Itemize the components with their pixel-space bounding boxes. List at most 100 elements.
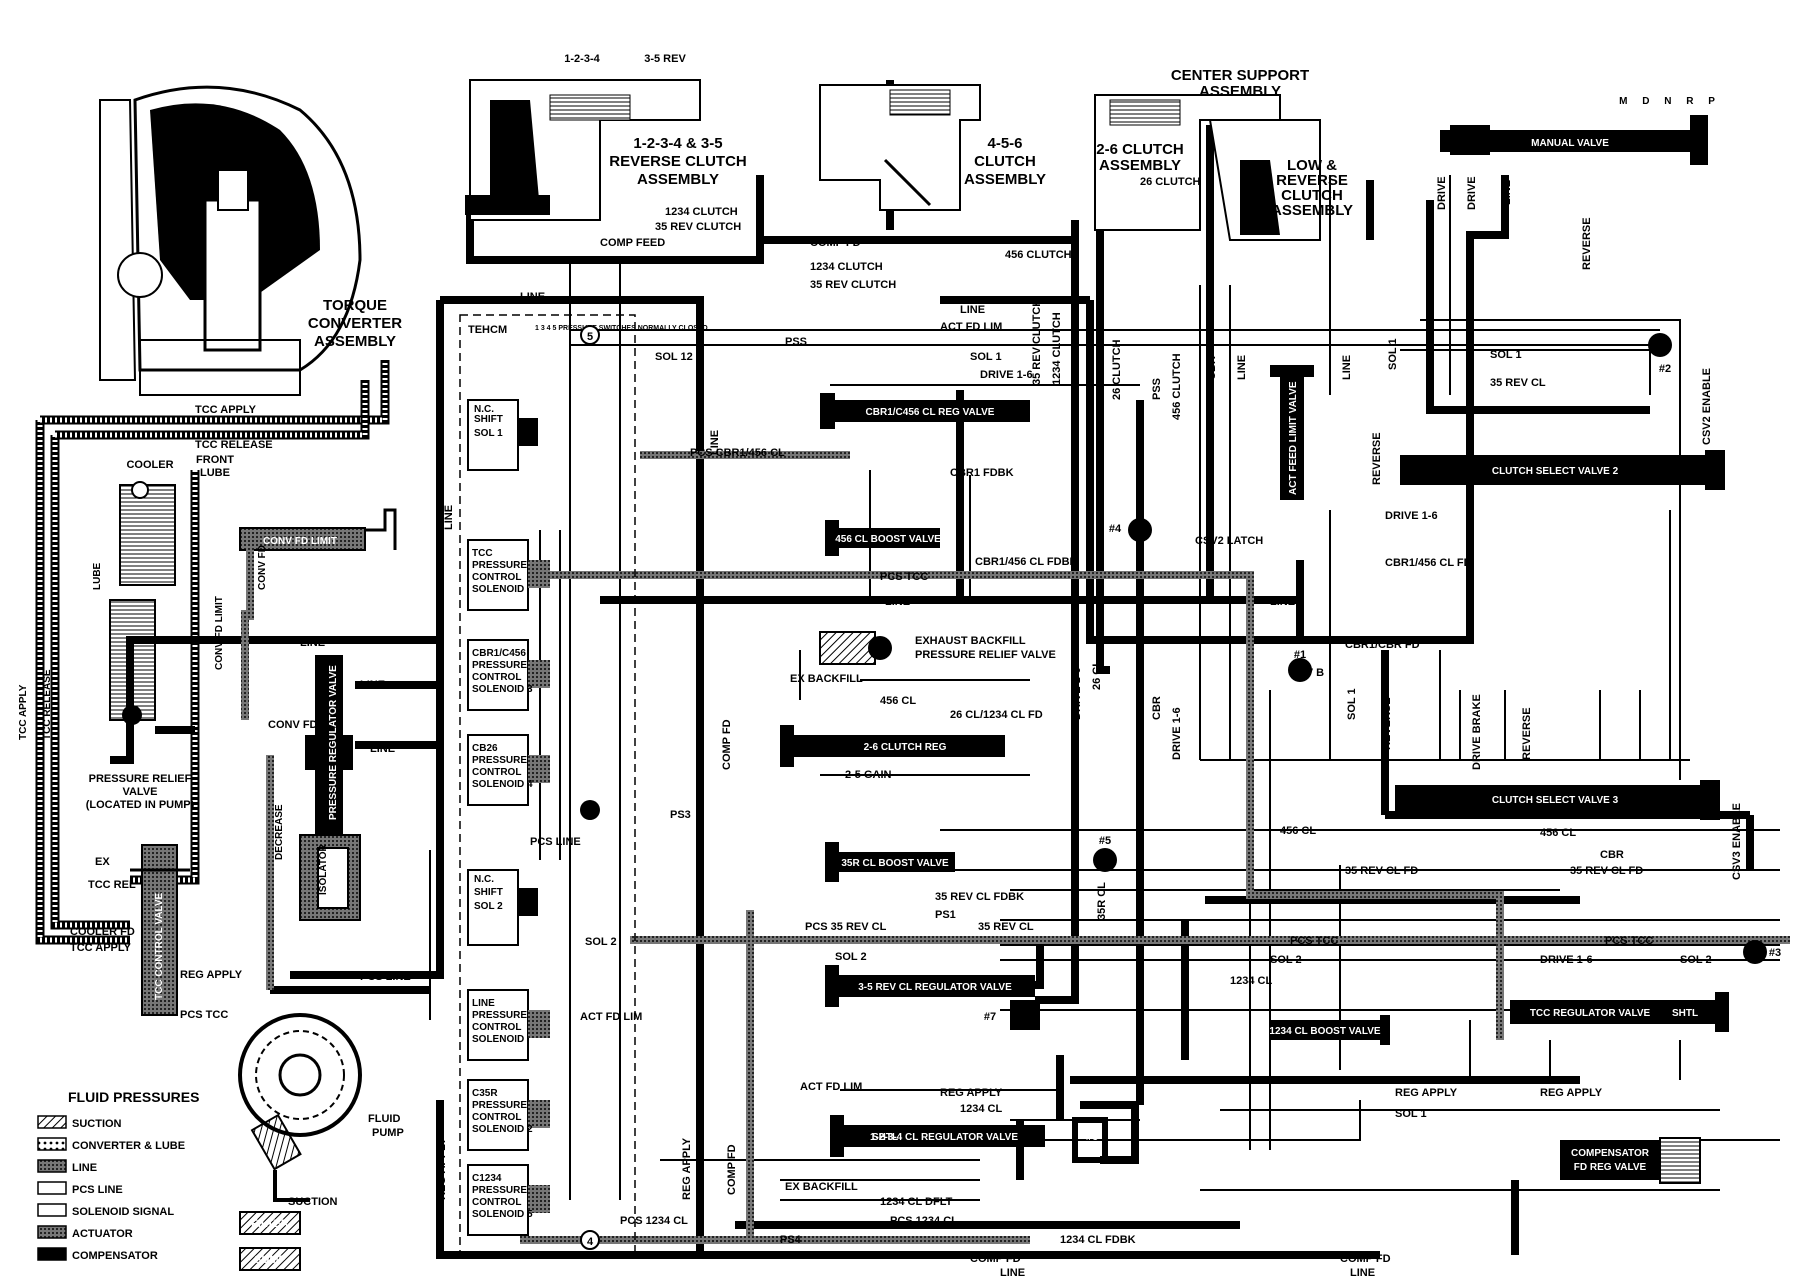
rev-clutch-assy-label-2: REVERSE CLUTCH: [609, 153, 747, 170]
tcc-release-vertical: TCC RELEASE: [42, 669, 53, 740]
decrease-label: DECREASE: [274, 804, 285, 860]
drive16-top-label: DRIVE 1-6: [980, 369, 1033, 381]
reverse-v2: REVERSE: [1371, 432, 1383, 485]
comp-fd-v: COMP FD: [721, 719, 733, 770]
clutch-1234-label: 1-2-3-4: [564, 53, 600, 65]
comp-fd-bottom-label: COMP FD: [970, 1253, 1021, 1265]
line-pcs-l2: PRESSURE: [472, 1010, 527, 1021]
c1234-pcs: C1234 PRESSURE CONTROL SOLENOID 5: [467, 1164, 550, 1236]
cbr-reg-label: CBR1/C456 CL REG VALVE: [866, 407, 995, 418]
sol1-top-label: SOL 1: [970, 351, 1002, 363]
cb26-pcs-l2: PRESSURE: [472, 755, 527, 766]
ex-backfill-label: EX BACKFILL: [790, 673, 863, 685]
lube-vertical: LUBE: [92, 562, 103, 590]
ex-backfill-bottom-label: EX BACKFILL: [785, 1181, 858, 1193]
pcs-tcc-bottom-label: PCS TCC: [180, 1009, 228, 1021]
line-v4: LINE: [709, 430, 721, 455]
c456-label-1: 4-5-6: [987, 135, 1022, 152]
drive16-right-label: DRIVE 1-6: [1385, 510, 1438, 522]
clutch-select-valve-2: [1400, 450, 1725, 490]
c1234-pcs-l1: C1234: [472, 1173, 502, 1184]
marker-4: #4: [1109, 523, 1122, 535]
tcc-pcs-l3: CONTROL: [472, 572, 521, 583]
pressure-relief-label-2: VALVE: [122, 786, 157, 798]
reg-apply-v: REG APPLY: [436, 1137, 448, 1200]
ps1-label: PS1: [935, 909, 956, 921]
filter: [239, 1211, 301, 1235]
manual-valve: [1440, 115, 1708, 165]
35-rev-clutch-mid-label: 35 REV CLUTCH: [810, 279, 896, 291]
456-cl-mid-label: 456 CL: [880, 695, 916, 707]
ps3-label: PS3: [670, 809, 691, 821]
pressure-relief-label-1: PRESSURE RELIEF: [89, 773, 192, 785]
c35r-pcs-l2: PRESSURE: [472, 1100, 527, 1111]
cb26-pcs-l3: CONTROL: [472, 767, 521, 778]
cbr-pcs-l3: CONTROL: [472, 672, 521, 683]
sol2-right-label: SOL 2: [1270, 954, 1302, 966]
drive16-v: DRIVE 1-6: [1171, 707, 1183, 760]
conv-fd-label: CONV FD: [268, 719, 318, 731]
shtl-1234-label: SHTL: [872, 1132, 898, 1143]
sump-label: SUMP: [254, 1254, 286, 1266]
shift-sol-1-l1: SHIFT: [474, 414, 503, 425]
456-boost-label: 456 CL BOOST VALVE: [835, 534, 941, 545]
line-reg-label-1: LINE: [360, 679, 385, 691]
csv3-enable-v: CSV3 ENABLE: [1731, 803, 1743, 880]
pcs-1234-left-label: PCS 1234 CL: [620, 1215, 688, 1227]
line-v: LINE: [1236, 355, 1248, 380]
conv-fd-limit-vertical: CONV FD LIMIT: [214, 596, 225, 670]
act-fd-lim-top-label: ACT FD LIM: [940, 321, 1002, 333]
1234-fdbk-label: 1234 CL FDBK: [1060, 1234, 1136, 1246]
shift-sol-2-l1: SHIFT: [474, 887, 503, 898]
ps4-label: PS4: [780, 1234, 802, 1246]
line-v5: LINE: [443, 505, 455, 530]
cbr-v: CBR: [1206, 356, 1218, 380]
26-clutch-label: 26 CLUTCH: [1140, 176, 1201, 188]
csv2-latch-label: CSV2 LATCH: [1195, 535, 1263, 547]
clutch-456: [819, 84, 981, 211]
csv2-enable-v: CSV2 ENABLE: [1701, 368, 1713, 445]
c1234-pcs-l2: PRESSURE: [472, 1185, 527, 1196]
c1234-pcs-l3: CONTROL: [472, 1197, 521, 1208]
1234-clutch-mid-label: 1234 CLUTCH: [810, 261, 883, 273]
tcc-release-label: TCC RELEASE: [195, 439, 273, 451]
center-support-label-1: CENTER SUPPORT: [1171, 67, 1309, 84]
legend-pcs-line: PCS LINE: [72, 1184, 123, 1196]
passage-labels: LINE COMP FEED COMP FD 1234 CLUTCH 35 RE…: [300, 176, 1743, 1279]
sol1-bottom-label: SOL 1: [1395, 1108, 1427, 1120]
conv-fd-vertical: CONV FD: [257, 545, 268, 590]
tcc-control-label: TCC CONTROL VALVE: [154, 892, 165, 1000]
reg-apply-far-label: REG APPLY: [1540, 1087, 1603, 1099]
tc-label-2: CONVERTER: [308, 315, 402, 332]
line-pcs-l4: SOLENOID: [472, 1034, 524, 1045]
lube-label: LUBE: [200, 467, 230, 479]
drive16-bottom-label: DRIVE 1-6: [1540, 954, 1593, 966]
cbr-v2: CBR: [1151, 696, 1163, 720]
pressure-regulator-label: PRESSURE REGULATOR VALVE: [328, 665, 339, 820]
2-6-clutch-reg-valve: [780, 725, 1005, 767]
sump: [239, 1247, 301, 1271]
tcc-apply-bottom-label: TCC APPLY: [70, 942, 132, 954]
conv-fd-limit-valve: [239, 508, 397, 551]
compensator-fd-reg-valve: [1560, 1137, 1701, 1184]
pcs-line-left-label: PCS LINE: [360, 971, 411, 983]
fluid-pump-label-1: FLUID: [368, 1113, 400, 1125]
rev-clutch-assy-label-1: 1-2-3-4 & 3-5: [633, 135, 722, 152]
pcs-tcc-right-label: PCS TCC: [1290, 935, 1338, 947]
reg-apply-right-label: REG APPLY: [1395, 1087, 1458, 1099]
exhaust-backfill-label-1: EXHAUST BACKFILL: [915, 635, 1026, 647]
marker-c4: 4: [587, 1236, 594, 1248]
pss-v: PSS: [1151, 378, 1163, 400]
sol1-right-label: SOL 1: [1490, 349, 1522, 361]
low-rev-label-4: ASSEMBLY: [1271, 202, 1353, 219]
reverse-v4: REVERSE: [1521, 707, 1533, 760]
line-v2: LINE: [1341, 355, 1353, 380]
tc-label-3: ASSEMBLY: [314, 333, 396, 350]
35-rev-reg-label: 3-5 REV CL REGULATOR VALVE: [858, 982, 1012, 993]
line-center-label: LINE: [885, 596, 910, 608]
cb26-pcs-l1: CB26: [472, 743, 498, 754]
legend-title: FLUID PRESSURES: [68, 1089, 199, 1105]
suction-label: SUCTION: [288, 1196, 338, 1208]
35rev-clutch-v: 35 REV CLUTCH: [1031, 299, 1043, 385]
